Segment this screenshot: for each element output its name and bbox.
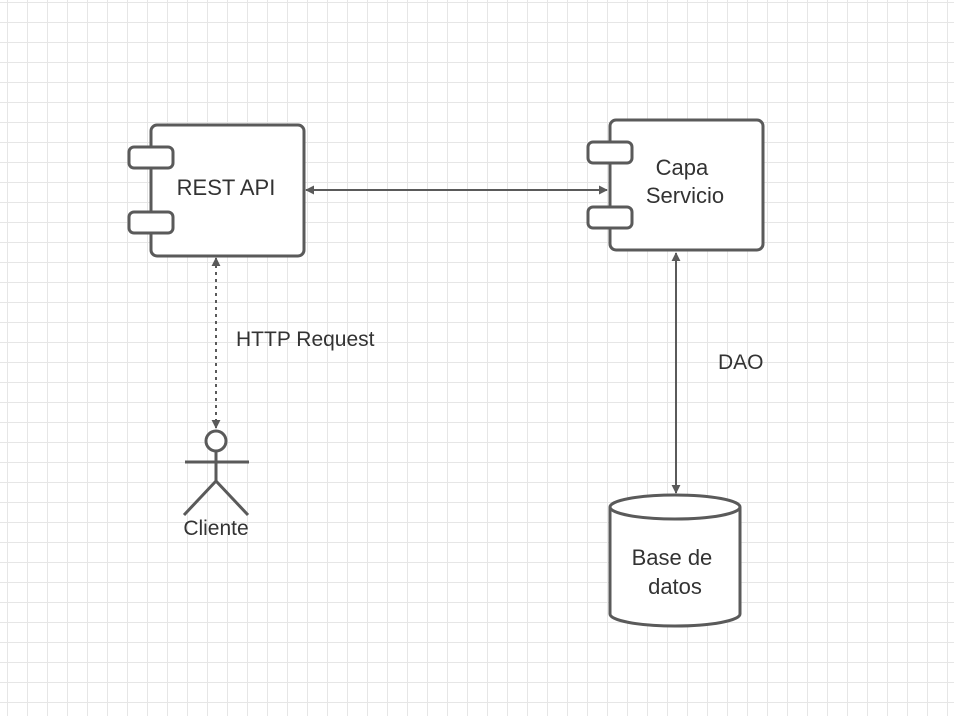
- dao-label: DAO: [718, 351, 764, 374]
- capa-servicio-label-line: Servicio: [646, 183, 724, 208]
- base-de-datos-cylinder[interactable]: Base de datos: [608, 493, 742, 628]
- base-de-datos-label: Base de datos: [632, 545, 719, 599]
- base-de-datos-label-line: datos: [648, 574, 702, 599]
- capa-servicio-label-line: Capa: [656, 155, 709, 180]
- capa-servicio-component[interactable]: Capa Servicio: [586, 118, 765, 252]
- cliente-label: Cliente: [183, 517, 248, 540]
- actor-icon: [182, 429, 250, 517]
- component-port-icon: [586, 140, 634, 165]
- cliente-actor[interactable]: Cliente: [182, 429, 250, 540]
- http-request-label: HTTP Request: [236, 328, 375, 351]
- rest-api-label: REST API: [177, 175, 276, 200]
- rest-api-component[interactable]: REST API: [127, 123, 306, 258]
- component-port-icon: [127, 145, 175, 170]
- capa-servicio-label: Capa Servicio: [646, 155, 724, 208]
- base-de-datos-label-line: Base de: [632, 545, 713, 570]
- component-port-icon: [586, 205, 634, 230]
- component-port-icon: [127, 210, 175, 235]
